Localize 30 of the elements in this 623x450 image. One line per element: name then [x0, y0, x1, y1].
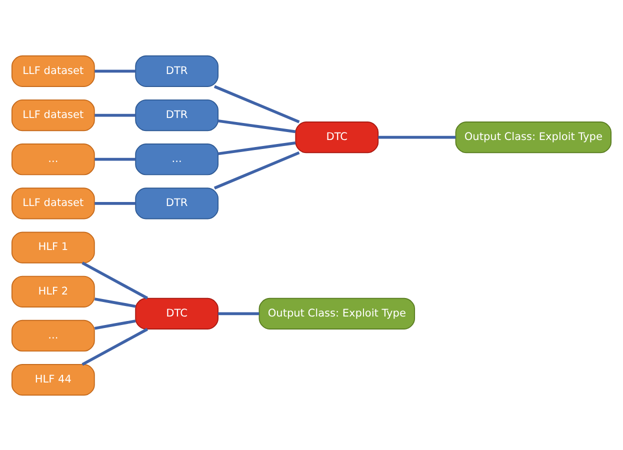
connector: [218, 118, 296, 133]
connector: [378, 135, 456, 138]
connector: [82, 327, 148, 366]
node-box: LLF dataset: [11, 98, 95, 131]
connector: [94, 297, 136, 308]
node-box: HLF 44: [11, 364, 95, 396]
node-box: LLF dataset: [11, 187, 95, 219]
connector: [218, 312, 260, 315]
node-box: LLF dataset: [11, 54, 95, 86]
node-box: HLF 2: [11, 275, 95, 307]
connector: [82, 261, 148, 299]
node-box: ...: [135, 143, 219, 175]
connector: [214, 84, 300, 123]
node-box: DTR: [135, 98, 219, 131]
node-box: ...: [11, 319, 95, 352]
connector: [94, 157, 136, 160]
node-box: ...: [11, 143, 95, 175]
connector: [94, 202, 136, 204]
connector: [94, 319, 136, 330]
connector: [94, 113, 136, 116]
node-box: DTC: [135, 297, 219, 329]
connector: [218, 141, 296, 155]
connector: [214, 150, 300, 189]
node-box: DTC: [295, 121, 379, 153]
connector: [94, 69, 136, 72]
node-box: Output Class: Exploit Type: [455, 121, 612, 153]
node-box: HLF 1: [11, 231, 95, 263]
node-box: DTR: [135, 54, 219, 86]
node-box: DTR: [135, 187, 219, 219]
node-box: Output Class: Exploit Type: [258, 297, 416, 329]
